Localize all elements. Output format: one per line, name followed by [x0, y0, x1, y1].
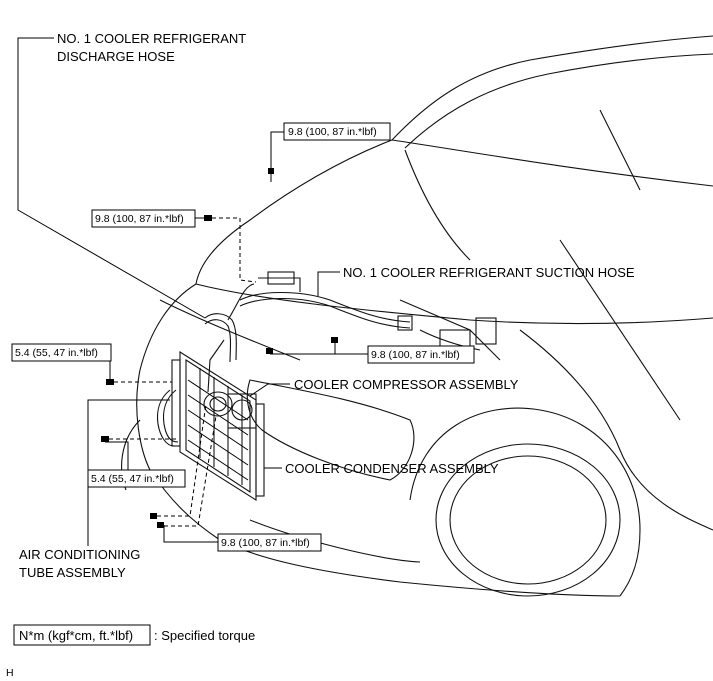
condenser: [171, 351, 265, 501]
condenser-label: COOLER CONDENSER ASSEMBLY: [285, 461, 499, 476]
torque-value: 5.4 (55, 47 in.*lbf): [91, 473, 174, 485]
ac-tube: [156, 389, 179, 447]
torque-value: 9.8 (100, 87 in.*lbf): [371, 349, 460, 361]
suction-hose: [239, 271, 413, 331]
torque-box-top: 9.8 (100, 87 in.*lbf): [283, 122, 391, 141]
torque-box-bottom: 9.8 (100, 87 in.*lbf): [217, 533, 322, 552]
torque-value: 5.4 (55, 47 in.*lbf): [15, 347, 98, 359]
torque-box-lower-left: 5.4 (55, 47 in.*lbf): [87, 469, 186, 488]
torque-box-upper-left: 9.8 (100, 87 in.*lbf): [91, 209, 196, 228]
torque-box-center-right: 9.8 (100, 87 in.*lbf): [367, 345, 475, 364]
bolt-upper-left: [204, 215, 212, 221]
discharge-hose-label-line2: DISCHARGE HOSE: [57, 49, 175, 64]
ac-tube-label-line1: AIR CONDITIONING: [19, 547, 140, 562]
bolt-top: [268, 168, 274, 182]
vehicle-outline: [121, 35, 713, 597]
legend-description: : Specified torque: [154, 628, 255, 643]
compressor-label: COOLER COMPRESSOR ASSEMBLY: [294, 377, 519, 392]
figure-code: H: [6, 667, 14, 679]
bolt-center-right: [266, 337, 338, 354]
legend-unit-box: N*m (kgf*cm, ft.*lbf): [19, 628, 133, 643]
ac-tube-label-line2: TUBE ASSEMBLY: [19, 565, 126, 580]
compressor: [203, 391, 257, 429]
torque-box-left: 5.4 (55, 47 in.*lbf): [11, 343, 112, 362]
legend: N*m (kgf*cm, ft.*lbf) : Specified torque: [13, 624, 255, 646]
torque-value: 9.8 (100, 87 in.*lbf): [221, 537, 310, 549]
discharge-hose-label-line1: NO. 1 COOLER REFRIGERANT: [57, 31, 246, 46]
leader-lines: [17, 37, 370, 546]
discharge-hose: [204, 283, 255, 393]
bolt-left: [106, 379, 114, 385]
bolt-lower-left: [101, 436, 109, 442]
torque-value: 9.8 (100, 87 in.*lbf): [95, 213, 184, 225]
suction-hose-label: NO. 1 COOLER REFRIGERANT SUCTION HOSE: [343, 265, 635, 280]
bolt-bottom: [150, 513, 164, 528]
torque-value: 9.8 (100, 87 in.*lbf): [288, 126, 377, 138]
